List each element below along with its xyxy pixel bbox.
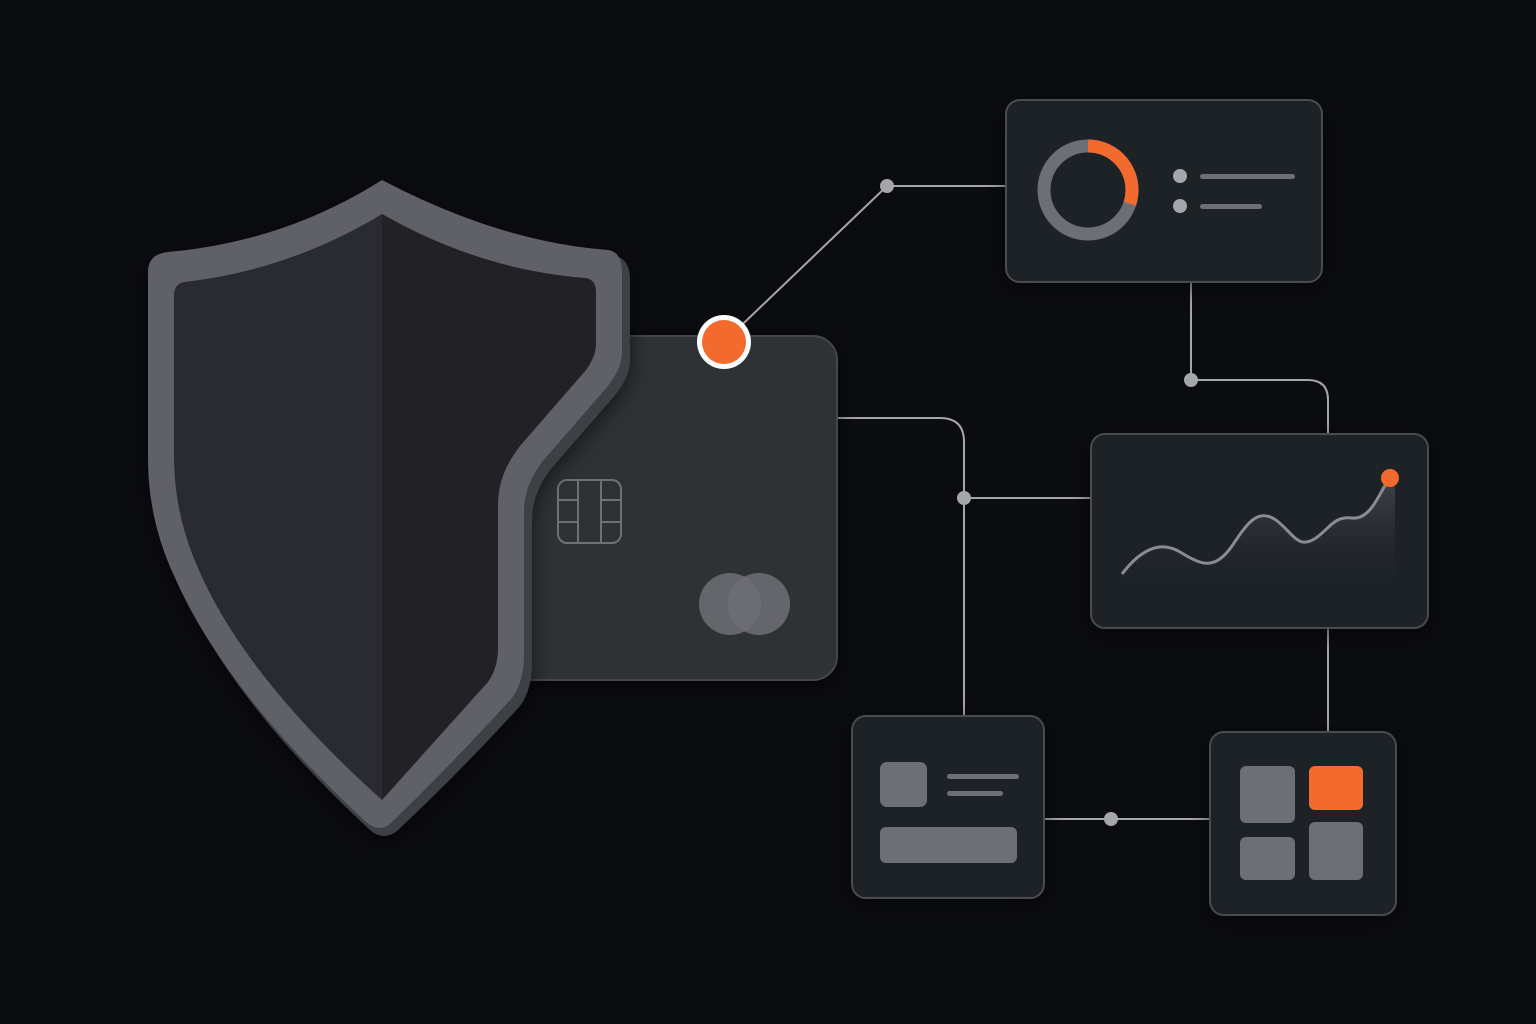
chart-line [1120, 477, 1392, 575]
line-chart [1120, 469, 1399, 600]
chip-icon [557, 479, 622, 544]
grid-tile [1240, 837, 1295, 880]
shield-icon [148, 180, 630, 836]
donut-chart [1037, 139, 1139, 241]
profile-content [880, 762, 1019, 863]
connector-card-to-donut [723, 185, 1006, 343]
shield-face-left [174, 214, 382, 800]
chart-area-fill [1122, 478, 1395, 600]
avatar-placeholder [880, 762, 927, 807]
grid-tile [1309, 822, 1363, 880]
profile-widget [851, 715, 1045, 899]
shield-face-right [382, 214, 596, 800]
donut-widget [1005, 99, 1323, 283]
connector-nodes [880, 179, 1198, 826]
connector-donut-to-chart [1190, 282, 1329, 434]
text-line [947, 791, 1003, 796]
connector-node [957, 491, 971, 505]
chart-peak-dot [1381, 469, 1399, 487]
legend-bullet [1173, 199, 1187, 213]
grid-tile [1240, 766, 1295, 823]
connector-card-to-chart [838, 417, 1091, 499]
grid-widget [1209, 731, 1397, 916]
grid-icon [1240, 766, 1363, 880]
donut-accent-segment [1037, 139, 1139, 241]
connector-node [1184, 373, 1198, 387]
alert-dot [697, 315, 751, 369]
text-line [947, 774, 1019, 779]
legend-line [1200, 174, 1295, 179]
connector-node [1104, 812, 1118, 826]
donut-legend [1173, 169, 1295, 213]
connector-node [880, 179, 894, 193]
legend-line [1200, 204, 1262, 209]
action-bar [880, 827, 1017, 863]
legend-bullet [1173, 169, 1187, 183]
overlapping-circles-logo [699, 573, 790, 635]
grid-tile-accent [1309, 766, 1363, 810]
